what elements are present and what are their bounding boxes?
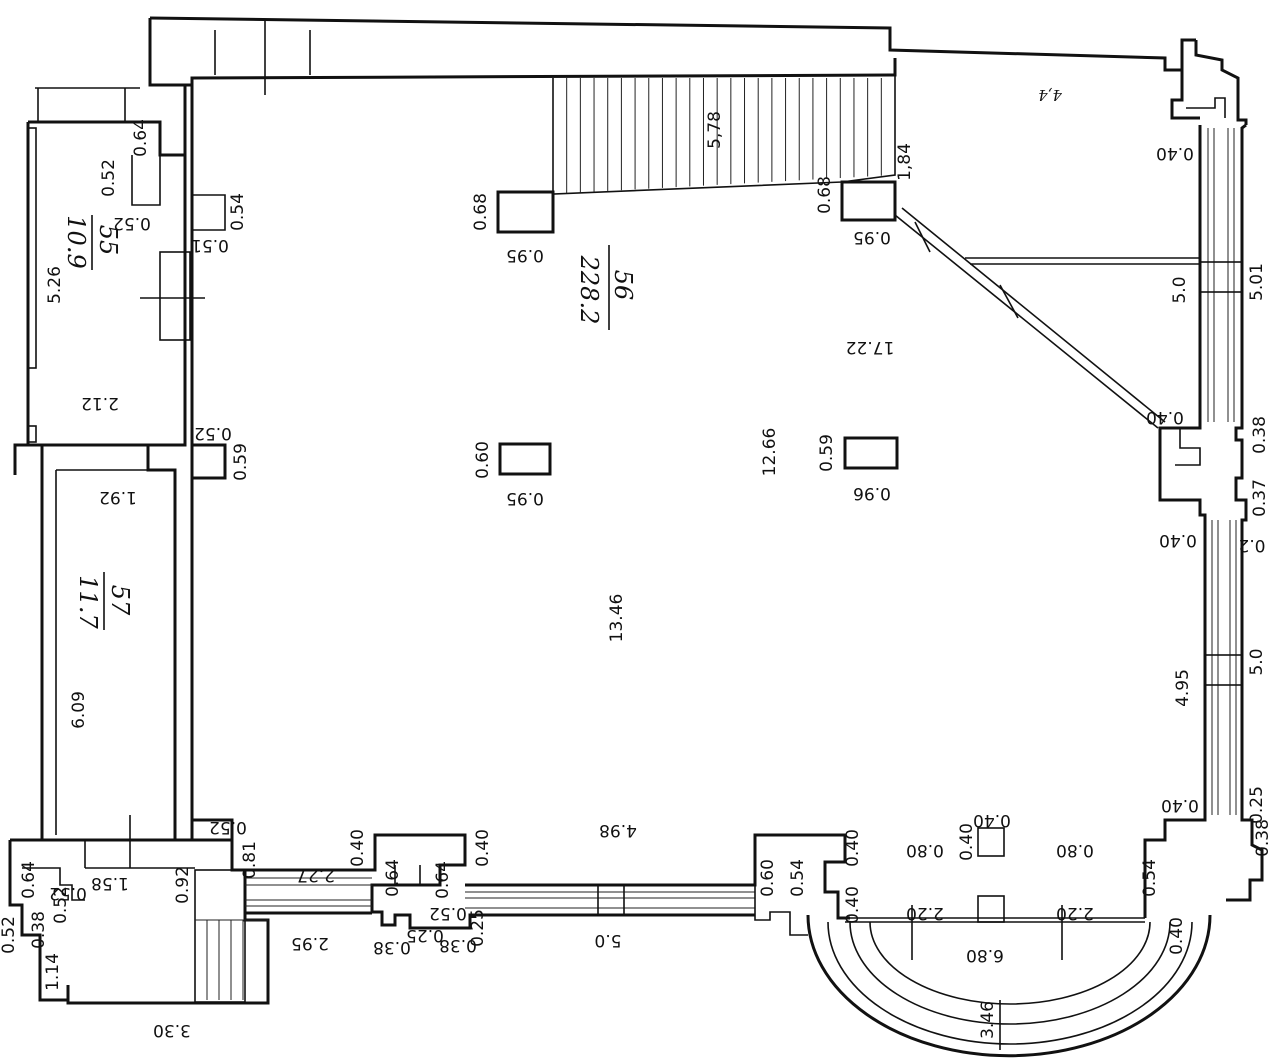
dim-label: 5.0 — [1170, 276, 1190, 303]
stair-length-label: 5,78 — [705, 111, 725, 149]
dim-label: 0.95 — [506, 245, 544, 265]
dim-label: 0.38 — [29, 911, 49, 949]
dim-label: 0.38 — [1250, 416, 1270, 454]
dim-label: 0.60 — [473, 441, 493, 479]
dim-label: 0.95 — [853, 227, 891, 247]
bottom-wall — [192, 818, 1145, 936]
dim-label: 4.98 — [599, 820, 637, 840]
dim-label: 0.81 — [240, 841, 260, 879]
right-wall — [1143, 123, 1264, 918]
dim-label: 0.54 — [228, 193, 248, 231]
room-55-area: 10.9 — [62, 215, 90, 268]
room-57-number: 57 — [106, 585, 134, 616]
dim-label: 0.59 — [231, 443, 251, 481]
dim-label: 1,84 — [895, 143, 915, 181]
dim-label: 0.59 — [817, 434, 837, 472]
room-56-number: 56 — [609, 270, 637, 301]
dim-label: 13.46 — [607, 594, 627, 643]
dim-label: 0.40 — [1146, 407, 1184, 427]
dim-label: 0.51 — [191, 235, 229, 255]
dim-label: 5.0 — [594, 930, 621, 950]
dim-label: 5.26 — [45, 266, 65, 304]
dim-label: 2.27 — [297, 865, 335, 885]
dim-label: 0.40 — [1159, 530, 1197, 550]
dim-label: 0.38 — [1253, 819, 1273, 857]
dim-label: 0.64 — [433, 861, 453, 899]
dim-label: 0.40 — [843, 829, 863, 867]
dim-label: 0.25 — [1247, 786, 1267, 824]
dimension-labels: 0.68 0.95 0.68 0.95 1,84 17.22 0.60 0.95… — [0, 119, 1273, 1040]
dim-label: 0.52 — [51, 886, 71, 924]
staircase — [552, 75, 896, 195]
dim-label: 1.58 — [91, 873, 129, 893]
dim-label: 0.68 — [471, 193, 491, 231]
dim-label: 0.25 — [406, 925, 444, 945]
dim-label: 0.95 — [506, 488, 544, 508]
dim-label: 5.0 — [1247, 648, 1267, 675]
dim-label: 3.46 — [978, 1001, 998, 1039]
dim-label: 0.60 — [758, 859, 778, 897]
dim-label: 0.68 — [815, 176, 835, 214]
dim-label: 6.09 — [69, 691, 89, 729]
dim-label: 0.52 — [429, 903, 467, 923]
dim-label: 0.38 — [373, 937, 411, 957]
apse — [806, 905, 1212, 1058]
dim-label: 0.80 — [1056, 840, 1094, 860]
dim-label: 2.12 — [81, 393, 119, 413]
pillar-top-left — [496, 190, 555, 234]
dim-label: 0.25 — [468, 909, 488, 947]
dim-label: 0.52 — [0, 916, 19, 954]
dim-label: 0.52 — [49, 883, 87, 903]
dim-label: 0.40 — [348, 829, 368, 867]
pillar-top-right — [840, 180, 897, 222]
dim-label: 4.95 — [1173, 669, 1193, 707]
dim-label: 0.64 — [131, 119, 151, 157]
corner-mark: 4,4 — [1038, 86, 1063, 104]
dim-label: 2.20 — [906, 903, 944, 923]
dim-label: 0.37 — [1250, 479, 1270, 517]
pillar-mid-right — [843, 436, 899, 470]
room-56-area: 228.2 — [575, 255, 603, 325]
dim-label: 0.64 — [19, 861, 39, 899]
dim-label: 0.40 — [843, 886, 863, 924]
dim-label: 17.22 — [846, 337, 895, 357]
dim-label: 0.40 — [473, 829, 493, 867]
diagonal-partition — [894, 207, 1200, 429]
dim-label: 0.38 — [439, 935, 477, 955]
dim-label: 12.66 — [760, 428, 780, 477]
room-labels: 55 10.9 56 228.2 57 11.7 5,78 4,4 — [62, 86, 1063, 630]
dim-label: 0.40 — [973, 810, 1011, 830]
dim-label: 0.52 — [113, 213, 151, 233]
room-55-number: 55 — [94, 225, 122, 256]
dim-label: 0.80 — [906, 840, 944, 860]
dim-label: 2.20 — [1056, 903, 1094, 923]
dim-label: 0.54 — [1140, 859, 1160, 897]
dim-label: 0.96 — [853, 483, 891, 503]
dim-label: 0.52 — [99, 159, 119, 197]
pillar-mid-left — [498, 442, 552, 476]
dim-label: 0.52 — [194, 423, 232, 443]
room-57-area: 11.7 — [74, 575, 102, 629]
dim-label: 0.40 — [957, 823, 977, 861]
dim-label: 1.14 — [43, 953, 63, 991]
dim-label: 0.64 — [383, 859, 403, 897]
dim-label: 2.95 — [291, 933, 329, 953]
dim-label: 6.80 — [966, 945, 1004, 965]
pillars — [496, 180, 899, 476]
dim-label: 0.40 — [1161, 795, 1199, 815]
dim-label: 0.40 — [1167, 917, 1187, 955]
dim-label: 0.52 — [209, 817, 247, 837]
dim-label: 0.40 — [1156, 143, 1194, 163]
dim-label: 1.92 — [99, 487, 137, 507]
dim-label: 3.30 — [153, 1020, 191, 1040]
dim-label: 0.92 — [173, 866, 193, 904]
dim-label: 5.01 — [1247, 263, 1267, 301]
dim-label: 0.54 — [788, 859, 808, 897]
top-wall — [148, 16, 1248, 125]
dim-label: 0.2 — [1238, 535, 1265, 555]
